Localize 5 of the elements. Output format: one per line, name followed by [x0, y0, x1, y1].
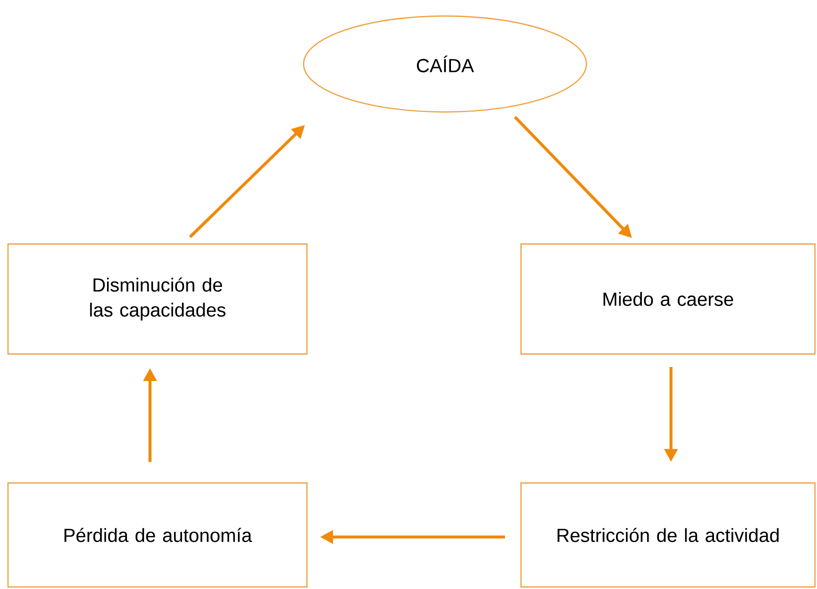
ellipse-node: CAÍDA [302, 15, 588, 113]
process-box: Disminución de las capacidades [7, 243, 308, 355]
process-box: Restricción de la actividad [520, 482, 816, 588]
process-box: Miedo a caerse [520, 243, 816, 355]
process-box: Pérdida de autonomía [7, 482, 308, 588]
